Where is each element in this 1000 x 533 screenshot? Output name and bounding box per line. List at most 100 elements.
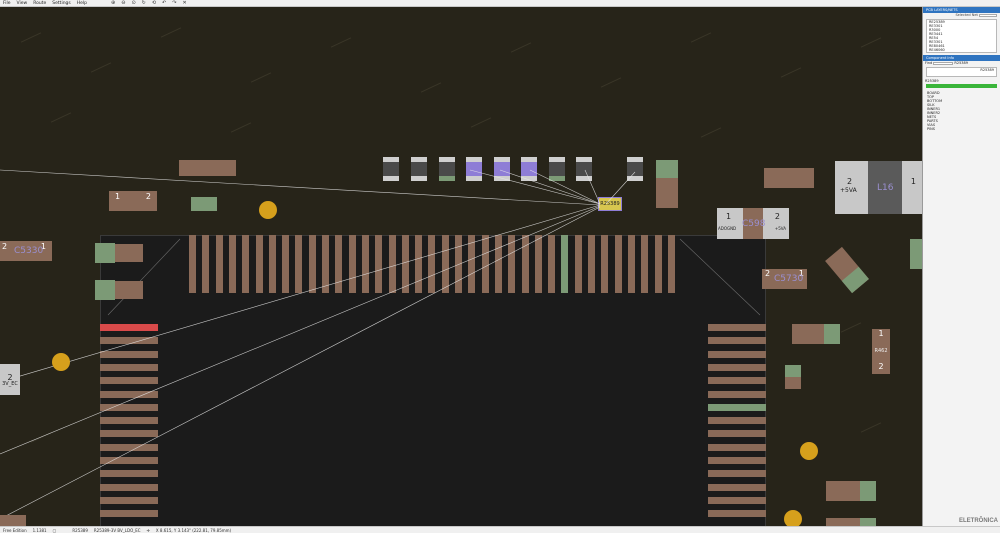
resistor[interactable]: [383, 157, 399, 181]
net-selected-bar: [926, 84, 997, 88]
tree-item[interactable]: INNER1: [927, 107, 941, 111]
via: [52, 353, 70, 371]
tree-item[interactable]: NETS: [927, 115, 937, 119]
part-label: R25389: [954, 61, 968, 65]
ic-pad: [428, 235, 436, 293]
refresh-icon[interactable]: ↻: [141, 0, 146, 6]
ic-pad: [322, 235, 329, 293]
resistor[interactable]: [439, 157, 455, 181]
component-c598[interactable]: 1 2 ADOGND +5VA: [717, 208, 789, 239]
watermark-logo: ELETRÔNICA: [959, 518, 998, 524]
search-input[interactable]: [979, 13, 997, 17]
ic-pad: [708, 363, 766, 371]
component-c5330[interactable]: 2 1: [0, 241, 52, 261]
ic-pad: [388, 235, 396, 293]
undo-icon[interactable]: ↶: [162, 0, 167, 6]
rotate-icon[interactable]: ⟲: [151, 0, 157, 6]
tree-item[interactable]: PARTS: [927, 119, 938, 123]
pad: [656, 160, 678, 208]
menu-file[interactable]: File: [3, 0, 11, 6]
redo-icon[interactable]: ↷: [172, 0, 177, 6]
tree-item[interactable]: SILK: [927, 103, 935, 107]
resistor[interactable]: [521, 157, 537, 181]
component-l16[interactable]: 2 1 +5VA: [835, 161, 922, 214]
close-icon[interactable]: ✕: [182, 0, 187, 6]
find-input[interactable]: [933, 61, 954, 65]
tree-item[interactable]: VIAS: [927, 123, 936, 127]
zoom-out-icon[interactable]: ⊖: [121, 0, 126, 6]
ic-pad: [708, 417, 766, 425]
ic-pad: [100, 390, 158, 398]
list-item[interactable]: RE3301: [929, 40, 943, 44]
panel-title: PCB LAYERS/NETS: [923, 7, 1000, 13]
ic-pad: [455, 235, 462, 293]
ic-pad: [100, 483, 158, 491]
ic-pad: [100, 443, 158, 451]
ic-pad: [508, 235, 516, 293]
search-row: Selected Net: [923, 13, 1000, 17]
resistor[interactable]: [576, 157, 592, 181]
tree-item[interactable]: BOTTOM: [927, 99, 943, 103]
ic-pad: [375, 235, 383, 293]
pin-number: 2: [765, 269, 771, 278]
status-part: R25389: [72, 527, 88, 533]
tree-item[interactable]: INNER2: [927, 111, 941, 115]
pad: [179, 160, 236, 176]
highlighted-part-label: R25389: [600, 201, 620, 207]
component-c5574[interactable]: 1 2: [109, 191, 157, 211]
ic-pad: [335, 235, 343, 293]
ic-pad: [361, 235, 369, 293]
list-item[interactable]: R3000: [929, 28, 941, 32]
zoom-in-icon[interactable]: ⊕: [111, 0, 116, 6]
highlighted-part[interactable]: R25389: [598, 197, 622, 211]
zoom-fit-icon[interactable]: ⊙: [131, 0, 136, 6]
ic-pad: [521, 235, 529, 293]
ic-pad: [215, 235, 223, 293]
resistor[interactable]: [627, 157, 643, 181]
pcb-canvas[interactable]: R25389 1 2 2: [0, 7, 922, 526]
list-item[interactable]: RE3441: [929, 32, 943, 36]
lock-icon[interactable]: ▢: [52, 527, 57, 533]
list-item[interactable]: RE3301: [929, 24, 943, 28]
menu-route[interactable]: Route: [33, 0, 47, 6]
net-list[interactable]: RE25389 RE3301 R3000 RE3441 RE54 RE3301 …: [926, 19, 997, 53]
layer-tree[interactable]: BOARD TOP BOTTOM SILK INNER1 INNER2 NETS…: [923, 91, 1000, 131]
ic-pad: [708, 443, 766, 451]
via: [800, 442, 818, 460]
component-r462[interactable]: 1 R462 2: [872, 329, 890, 374]
tree-item[interactable]: PINS: [927, 127, 935, 131]
list-item[interactable]: RE46060: [929, 48, 945, 52]
ic-pad: [468, 235, 476, 293]
ic-pad: [654, 235, 662, 293]
pin-number: 2: [878, 362, 884, 371]
tree-item[interactable]: BOARD: [927, 91, 940, 95]
ic-pad: [667, 235, 675, 293]
pad: [115, 281, 143, 299]
pin-number: 1: [910, 177, 916, 186]
resistor[interactable]: [411, 157, 427, 181]
menu-help[interactable]: Help: [76, 0, 88, 6]
list-item[interactable]: RE54: [929, 36, 939, 40]
component-c5730[interactable]: 2 1: [762, 269, 807, 289]
menu-settings[interactable]: Settings: [52, 0, 71, 6]
list-item[interactable]: RE25389: [929, 20, 945, 24]
ic-pad: [100, 337, 158, 345]
via: [784, 510, 802, 526]
ic-pad: [228, 235, 236, 293]
ic-pad: [268, 235, 276, 293]
ic-pad: [255, 235, 263, 293]
ic-pad: [100, 496, 158, 504]
ic-pad: [100, 350, 158, 358]
status-mode: Free Edition: [3, 527, 27, 533]
list-item[interactable]: RE80461: [929, 44, 945, 48]
pad: [826, 481, 876, 501]
tree-item[interactable]: TOP: [927, 95, 935, 99]
ic-pad: [708, 483, 766, 491]
ic-pad: [202, 235, 210, 293]
resistor[interactable]: [466, 157, 482, 181]
menu-view[interactable]: View: [16, 0, 28, 6]
component-side[interactable]: 2 3V_EC: [0, 364, 20, 395]
ic-pad: [708, 510, 766, 518]
resistor[interactable]: [549, 157, 565, 181]
ic-pad: [282, 235, 290, 293]
